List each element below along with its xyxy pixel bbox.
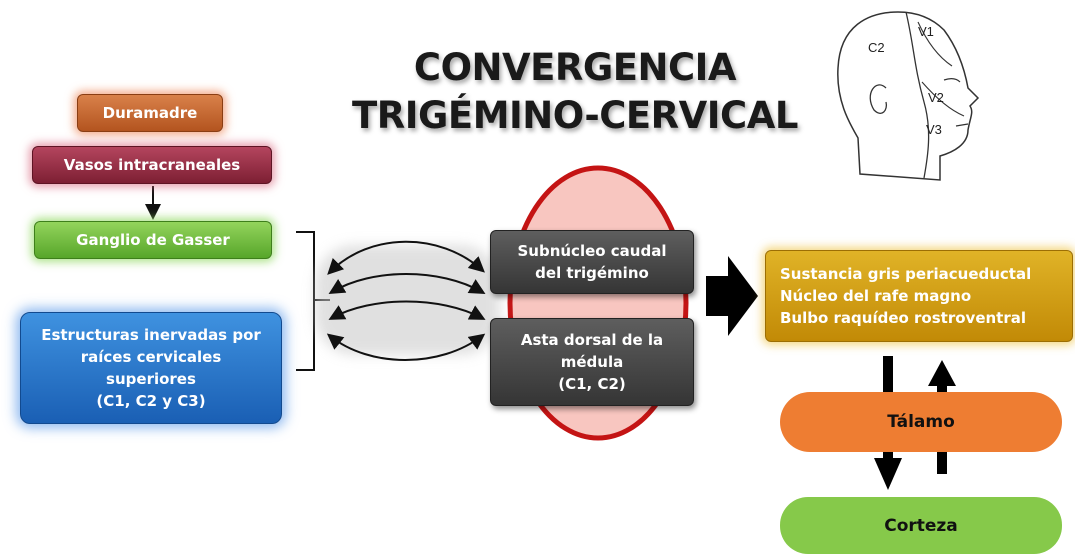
label-v1: V1 xyxy=(918,24,934,39)
estructuras-line: (C1, C2 y C3) xyxy=(96,392,206,410)
eye xyxy=(943,78,961,83)
vasos-label: Vasos intracraneales xyxy=(63,156,241,174)
ear xyxy=(869,84,888,114)
label-v3: V3 xyxy=(926,122,942,137)
v1-divider xyxy=(917,21,953,67)
duramadre-label: Duramadre xyxy=(102,104,198,122)
sustancia-line: Sustancia gris periacueductal xyxy=(780,265,1032,283)
subnucleo-line: del trigémino xyxy=(535,264,649,282)
estructuras-line: superiores xyxy=(106,370,196,388)
head-outline xyxy=(837,11,980,181)
asta-line: médula xyxy=(560,353,624,371)
sustancia-line: Núcleo del rafe magno xyxy=(780,287,972,305)
sustancia-gris-box: Sustancia gris periacueductal Núcleo del… xyxy=(765,250,1073,342)
curved-arrow-4 xyxy=(326,333,486,361)
curved-arrow-2 xyxy=(328,273,486,295)
corteza-oval: Corteza xyxy=(780,497,1062,554)
ganglio-label: Ganglio de Gasser xyxy=(76,231,230,249)
block-arrow-right xyxy=(706,256,758,336)
duramadre-box: Duramadre xyxy=(77,94,223,132)
talamo-oval: Tálamo xyxy=(780,392,1062,452)
asta-dorsal-box: Asta dorsal de la médula (C1, C2) xyxy=(490,318,694,406)
subnucleo-line: Subnúcleo caudal xyxy=(517,242,667,260)
estructuras-cervicales-box: Estructuras inervadas por raíces cervica… xyxy=(20,312,282,424)
diagram-title: CONVERGENCIA TRIGÉMINO-CERVICAL xyxy=(340,44,810,140)
sustancia-line: Bulbo raquídeo rostroventral xyxy=(780,309,1026,327)
dermatome-divider xyxy=(905,11,930,179)
curved-arrow-1 xyxy=(327,240,485,275)
label-c2: C2 xyxy=(868,40,885,55)
talamo-label: Tálamo xyxy=(887,412,955,432)
corteza-label: Corteza xyxy=(884,515,958,536)
ganglio-gasser-box: Ganglio de Gasser xyxy=(34,221,272,259)
v2-divider xyxy=(921,81,965,117)
vasos-intracraneales-box: Vasos intracraneales xyxy=(32,146,272,184)
asta-line: Asta dorsal de la xyxy=(520,331,664,349)
head-dermatome-figure: C2 V1 V2 V3 xyxy=(837,11,980,181)
curved-arrow-3 xyxy=(328,300,486,320)
asta-line: (C1, C2) xyxy=(558,375,626,393)
estructuras-line: Estructuras inervadas por xyxy=(41,326,261,344)
subnucleo-caudal-box: Subnúcleo caudal del trigémino xyxy=(490,230,694,294)
title-line-2: TRIGÉMINO-CERVICAL xyxy=(352,94,798,137)
mouth xyxy=(955,123,969,127)
label-v2: V2 xyxy=(928,90,944,105)
title-line-1: CONVERGENCIA xyxy=(413,46,737,89)
estructuras-line: raíces cervicales xyxy=(80,348,222,366)
